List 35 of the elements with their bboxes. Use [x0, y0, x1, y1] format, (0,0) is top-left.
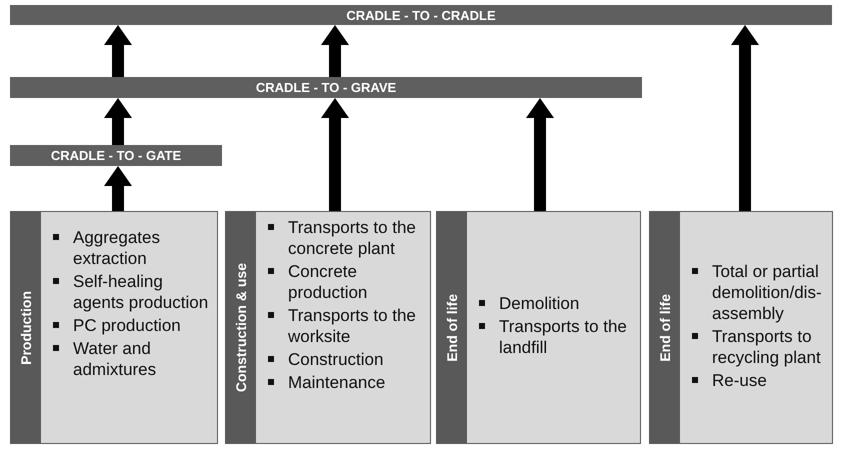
- phase-label: Production: [18, 290, 34, 364]
- arrow: [104, 25, 132, 77]
- bullet-item: Water and admixtures: [49, 338, 211, 380]
- arrow: [731, 25, 759, 211]
- bullet-item: Aggregates extraction: [49, 227, 211, 269]
- phase-label: End of life: [444, 294, 460, 362]
- arrow: [321, 25, 349, 77]
- arrow: [104, 166, 132, 211]
- bullet-item: Transports to recycling plant: [688, 326, 826, 368]
- bullet-item: Maintenance: [264, 372, 424, 393]
- bullet-item: PC production: [49, 315, 211, 336]
- stage-label: CRADLE - TO - GATE: [50, 148, 182, 163]
- phase-label: Construction & use: [233, 262, 249, 392]
- bullet-item: Construction: [264, 349, 424, 370]
- stage-label: CRADLE - TO - CRADLE: [346, 8, 496, 22]
- phase-box: [436, 211, 641, 444]
- bullet-item: Re-use: [688, 370, 826, 390]
- stage-label: CRADLE - TO - GRAVE: [256, 80, 396, 95]
- bullet-item: Transports to the landfill: [475, 316, 634, 358]
- bullet-item: Total or partial demolition/dis-assembly: [688, 260, 826, 324]
- arrow: [526, 98, 554, 211]
- bullet-item: Self-healing agents production: [49, 271, 211, 313]
- bullet-item: Concrete production: [264, 261, 424, 303]
- phase-box: [649, 211, 833, 444]
- bullet-item: Transports to the concrete plant: [264, 217, 424, 259]
- phase-box: [10, 211, 218, 444]
- arrow: [321, 98, 349, 211]
- stage-bar: [10, 145, 222, 166]
- stage-bar: [10, 77, 642, 98]
- phase-box: [225, 211, 431, 444]
- stage-bar: [10, 5, 832, 25]
- bullet-item: Demolition: [475, 293, 634, 314]
- phase-label: End of life: [657, 294, 673, 362]
- arrow: [104, 98, 132, 145]
- bullet-item: Transports to the worksite: [264, 305, 424, 347]
